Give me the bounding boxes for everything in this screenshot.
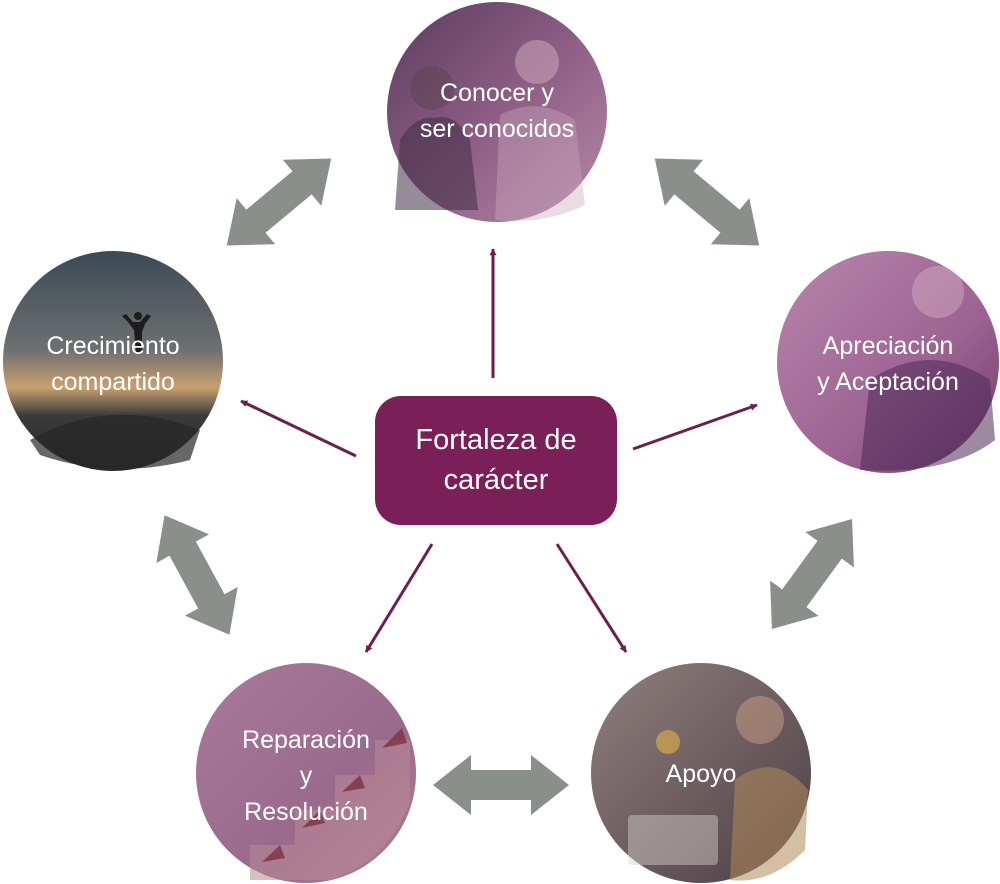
person-arms-raised	[122, 314, 151, 352]
center-line1: Fortaleza de	[415, 424, 576, 456]
link-top-right	[654, 158, 760, 246]
node-crecimiento-line2: compartido	[51, 368, 175, 396]
node-apreciacion: Apreciación y Aceptación	[777, 251, 999, 473]
link-left-bottomleft	[156, 515, 238, 635]
arrow-to-bottom-right	[555, 543, 628, 653]
link-top-left	[226, 158, 332, 246]
center-box	[375, 396, 617, 525]
node-apreciacion-line1: Apreciación	[823, 332, 954, 360]
center-line2: carácter	[444, 464, 549, 496]
node-apoyo-line1: Apoyo	[666, 760, 737, 788]
arrow-to-right	[632, 403, 758, 451]
arrow-to-bottom-left	[364, 543, 434, 653]
node-crecimiento: Crecimiento compartido	[3, 251, 223, 471]
link-bottomleft-bottomright	[433, 755, 569, 815]
node-reparacion-line3: Resolución	[244, 798, 368, 826]
node-apreciacion-line2: y Aceptación	[817, 368, 959, 396]
link-right-bottomright	[770, 519, 854, 629]
center-node: Fortaleza de carácter	[375, 396, 617, 525]
node-conocer: Conocer y ser conocidos	[387, 2, 607, 222]
arrow-to-left	[240, 399, 357, 458]
node-crecimiento-line1: Crecimiento	[46, 332, 179, 360]
node-reparacion-line2: y	[300, 762, 313, 790]
node-conocer-line2: ser conocidos	[420, 115, 574, 143]
node-reparacion-line1: Reparación	[242, 726, 370, 754]
person-silhouette	[395, 116, 478, 210]
node-conocer-line1: Conocer y	[440, 79, 554, 107]
node-apoyo: Apoyo	[591, 663, 811, 883]
node-reparacion: Reparación y Resolución	[196, 663, 416, 883]
node-crecimiento-image	[3, 251, 223, 471]
